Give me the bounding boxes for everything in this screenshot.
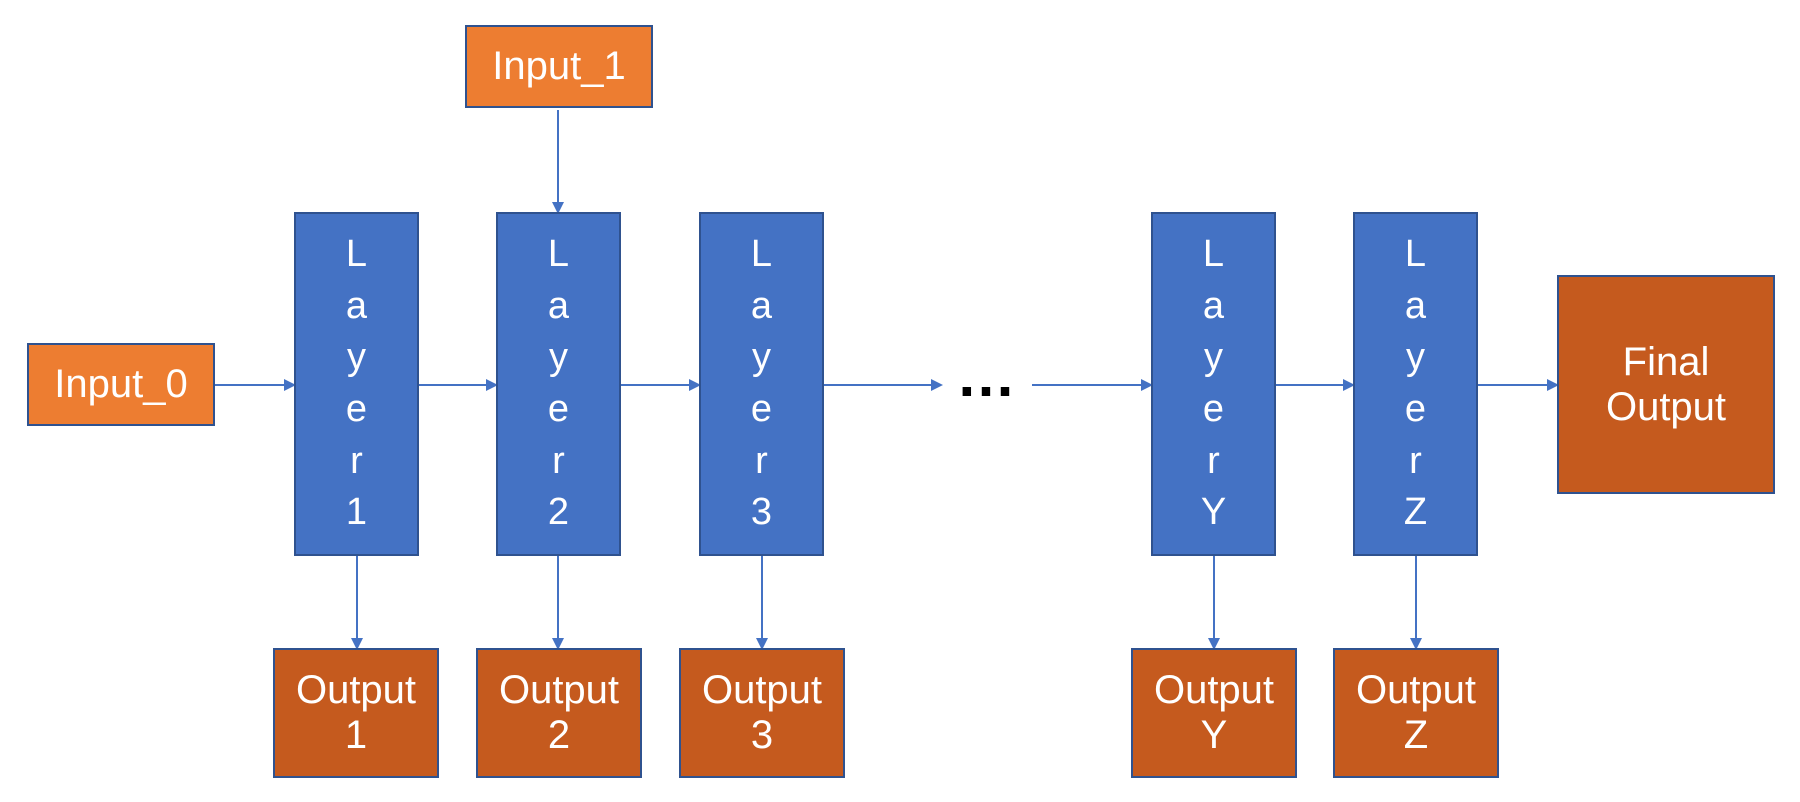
layer-1-box: L a y e r 1 (294, 212, 419, 556)
output-3-box: Output 3 (679, 648, 845, 778)
layer-2-box: L a y e r 2 (496, 212, 621, 556)
output-z-box: Output Z (1333, 648, 1499, 778)
input-0-box: Input_0 (27, 343, 215, 426)
layer-z-box: L a y e r Z (1353, 212, 1478, 556)
output-y-box: Output Y (1131, 648, 1297, 778)
output-1-box: Output 1 (273, 648, 439, 778)
layer-y-box: L a y e r Y (1151, 212, 1276, 556)
output-2-box: Output 2 (476, 648, 642, 778)
input-1-box: Input_1 (465, 25, 653, 108)
final-output-box: Final Output (1557, 275, 1775, 494)
ellipsis-text: … (956, 342, 1016, 409)
layer-3-box: L a y e r 3 (699, 212, 824, 556)
